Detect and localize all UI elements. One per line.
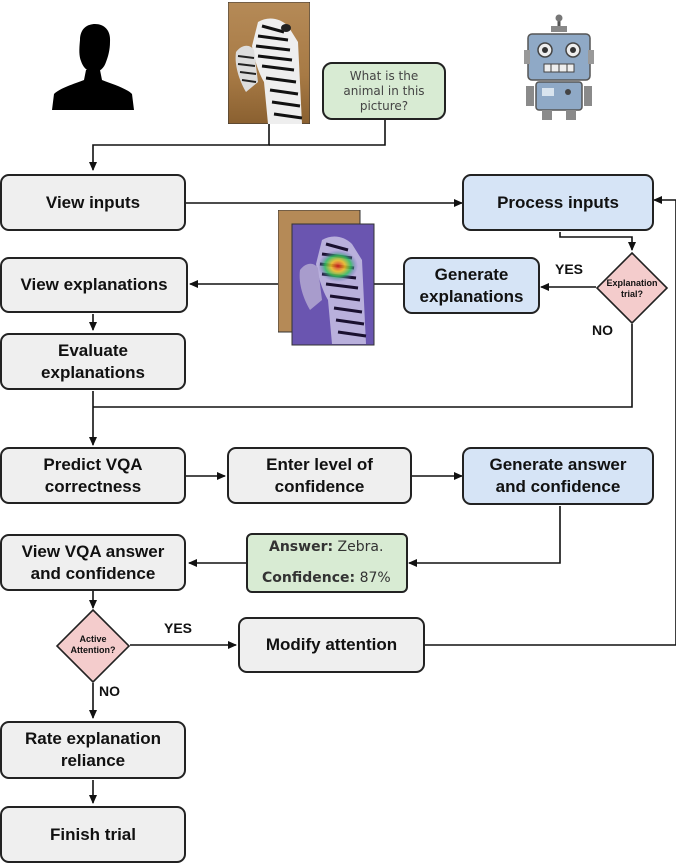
confidence-value: 87% xyxy=(359,570,391,586)
predict-vqa-correctness-node: Predict VQA correctness xyxy=(0,447,186,504)
node-label: explanations xyxy=(41,362,145,382)
node-label: and confidence xyxy=(495,477,621,496)
node-label: Enter level of xyxy=(266,454,373,474)
confidence-label: Confidence xyxy=(262,570,350,586)
enter-confidence-node: Enter level of confidence xyxy=(227,447,412,504)
modify-attention-node: Modify attention xyxy=(238,617,425,673)
explanation-yes-label: YES xyxy=(555,261,584,277)
person-silhouette-icon xyxy=(52,24,134,110)
node-label: Rate explanation xyxy=(24,729,162,748)
node-label: Predict VQA xyxy=(43,454,143,474)
finish-trial-node: Finish trial xyxy=(0,806,186,863)
view-vqa-answer-node: View VQA answer and confidence xyxy=(0,534,186,591)
node-label: View VQA answer xyxy=(21,541,165,561)
generate-explanations-node: Generate explanations xyxy=(403,257,540,314)
zebra-photo xyxy=(228,2,310,124)
active-attention-diamond xyxy=(55,609,131,683)
node-label: View explanations xyxy=(20,275,168,294)
node-label: Evaluate xyxy=(58,340,128,360)
answer-label: Answer xyxy=(269,539,328,555)
attention-yes-label: YES xyxy=(164,620,193,636)
answer-confidence-box xyxy=(246,533,408,593)
confidence-line: Confidence: 87% xyxy=(262,570,391,586)
robot-icon xyxy=(524,14,594,120)
node-label: and confidence xyxy=(30,563,156,583)
explanation-no-label: NO xyxy=(592,322,613,338)
answer-value: Zebra. xyxy=(337,539,384,555)
node-label: correctness xyxy=(44,476,142,496)
attention-no-label: NO xyxy=(99,683,120,699)
node-label: Modify attention xyxy=(265,635,398,654)
answer-line: Answer: Zebra. xyxy=(269,539,384,555)
node-label: Generate answer xyxy=(489,455,627,474)
node-label: confidence xyxy=(274,476,365,496)
node-label: Generate xyxy=(434,264,509,284)
rate-explanation-reliance-node: Rate explanation reliance xyxy=(0,721,186,779)
node-label: reliance xyxy=(60,751,126,770)
question-line: What is the xyxy=(349,69,419,83)
node-label: View inputs xyxy=(45,192,141,212)
evaluate-explanations-node: Evaluate explanations xyxy=(0,333,186,390)
view-explanations-node: View explanations xyxy=(0,257,188,313)
zebra-attention-heatmap xyxy=(278,210,375,346)
generate-answer-node: Generate answer and confidence xyxy=(462,447,654,505)
node-label: explanations xyxy=(419,286,524,306)
node-label: Process inputs xyxy=(497,192,619,212)
active-attention-label: Active Attention? xyxy=(70,634,116,655)
explanation-trial-label: Explanation trial? xyxy=(606,278,658,299)
process-inputs-node: Process inputs xyxy=(462,174,654,231)
view-inputs-node: View inputs xyxy=(0,174,186,231)
node-label: Finish trial xyxy=(50,824,136,844)
question-line: picture? xyxy=(359,99,409,113)
question-bubble: What is the animal in this picture? xyxy=(322,62,446,120)
question-line: animal in this xyxy=(343,84,425,98)
explanation-trial-diamond xyxy=(595,252,669,324)
